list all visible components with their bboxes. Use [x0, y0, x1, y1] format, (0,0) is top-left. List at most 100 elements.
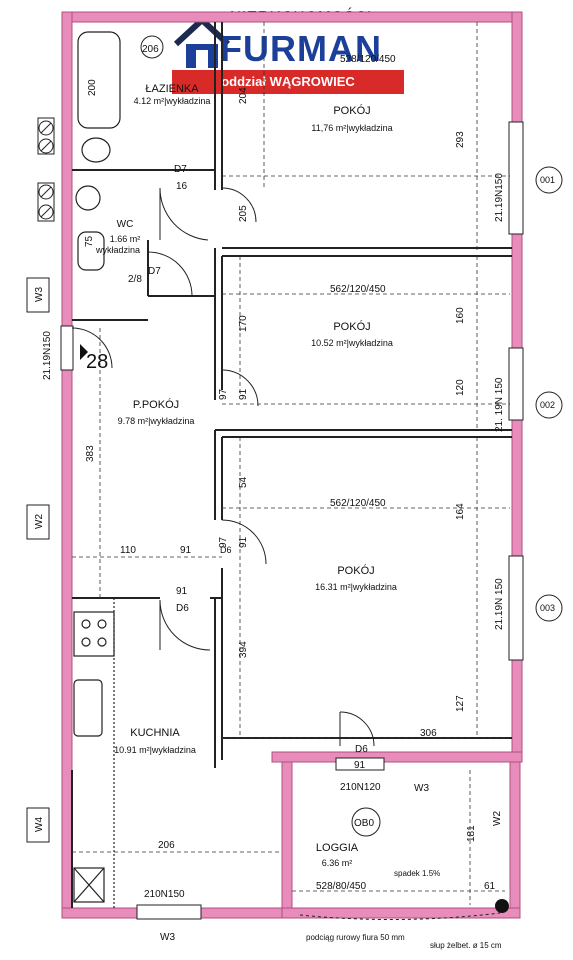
entrance-arrow-icon [80, 344, 88, 360]
stove-icon [73, 611, 115, 657]
dimension-label: OB0 [354, 818, 374, 829]
column-note: słup żelbet. ø 15 cm [430, 941, 502, 950]
dimension-lines [72, 22, 510, 905]
dimension-label: 97 [218, 536, 229, 548]
logo-subtitle: oddział WĄGROWIEC [172, 70, 404, 94]
wall-tags: W3 W2 W4 [34, 287, 45, 832]
dimension-label: 562/120/450 [330, 284, 386, 295]
dimension-label: D6 [355, 744, 368, 755]
room-name-kitchen: KUCHNIA [130, 727, 180, 739]
toilet-icon [75, 185, 101, 211]
window-tags: 001 002 003 [540, 175, 555, 613]
dimension-label: 200 [87, 79, 98, 96]
dimension-label: spadek 1.5% [394, 869, 440, 878]
dimension-label: 16 [176, 181, 188, 192]
dimension-label: 61 [484, 881, 496, 892]
dimension-label: W3 [160, 932, 175, 943]
wall-tag: W2 [34, 514, 45, 529]
installation-symbols [37, 117, 55, 222]
room-area-kitchen: 10.91 m²|wykładzina [114, 745, 196, 755]
kitchen-fixtures [73, 598, 115, 908]
drain-note: podciąg rurowy fiura 50 mm [306, 933, 405, 942]
column-icon [495, 899, 509, 913]
room-name-room3: POKÓJ [337, 564, 374, 577]
wall-tag: W4 [34, 817, 45, 832]
room-area-loggia: 6.36 m² [322, 858, 353, 868]
logo-main-text: FURMAN [220, 28, 382, 69]
drain-line [299, 912, 501, 921]
wall-tag: W3 [34, 287, 45, 302]
door-swings [71, 187, 375, 747]
appliance-icon [73, 867, 105, 903]
dimension-label: 21. 19N 150 [494, 377, 505, 432]
dimension-label: D6 [176, 603, 189, 614]
callout-circles [140, 35, 563, 837]
dimension-label: D7 [148, 266, 161, 277]
room-labels: ŁAZIENKA 4.12 m²|wykładzina POKÓJ 11,76 … [95, 83, 397, 868]
dimension-label: 91 [238, 388, 249, 400]
sink-icon [73, 679, 103, 737]
dimension-label: W3 [414, 783, 429, 794]
dimension-label: 383 [85, 445, 96, 462]
room-floor-wc: wykładzina [95, 245, 140, 255]
windows [60, 121, 524, 920]
dimension-label: 75 [84, 235, 95, 247]
room-name-loggia: LOGGIA [316, 842, 359, 854]
dimension-label: 394 [238, 641, 249, 658]
dimension-label: 21.19N150 [42, 331, 53, 380]
room-area-room3: 16.31 m²|wykładzina [315, 582, 397, 592]
dimension-label: 91 [180, 545, 192, 556]
bathroom-fixtures [75, 31, 121, 271]
room-name-room2: POKÓJ [333, 320, 370, 333]
dimension-label: 127 [455, 695, 466, 712]
dimension-label: 205 [238, 205, 249, 222]
dimension-label: W2 [492, 811, 503, 826]
dimension-label: 528/120/450 [340, 54, 396, 65]
dimension-label: 562/120/450 [330, 498, 386, 509]
room-name-bathroom: ŁAZIENKA [145, 83, 199, 95]
dimension-label: 91 [176, 586, 188, 597]
dimension-label: 210N150 [144, 889, 185, 900]
window-tag: 001 [540, 175, 555, 185]
toilet-icon [81, 137, 111, 163]
dimension-label: 91 [238, 536, 249, 548]
dimension-label: 181 [466, 825, 477, 842]
dimension-label: 110 [120, 545, 136, 556]
room-name-hall: P.POKÓJ [133, 398, 179, 411]
dimension-label: 210N120 [340, 782, 381, 793]
wall-tag-boxes [26, 277, 50, 843]
dimension-label: 204 [238, 87, 249, 104]
room-area-hall: 9.78 m²|wykładzina [118, 416, 195, 426]
room-area-room2: 10.52 m²|wykładzina [311, 338, 393, 348]
dimension-label: 293 [455, 131, 466, 148]
window-tag: 003 [540, 603, 555, 613]
room-name-wc: WC [117, 219, 134, 230]
dimension-label: 206 [142, 44, 159, 55]
room-name-room1: POKÓJ [333, 104, 370, 117]
dimension-label: 97 [218, 388, 229, 400]
dimension-label: 528/80/450 [316, 881, 366, 892]
room-area-bathroom: 4.12 m²|wykładzina [134, 96, 211, 106]
dimension-label: D7 [174, 164, 187, 175]
company-logo: NIERUCHOMOŚCI FURMAN oddział WĄGROWIEC [172, 8, 404, 96]
dimension-label: 164 [455, 503, 466, 520]
dimension-label: 2/8 [128, 274, 142, 285]
room-area-wc: 1.66 m² [110, 234, 141, 244]
interior-walls [71, 22, 512, 908]
dimension-label: 21.19N 150 [494, 578, 505, 630]
dimension-label: 160 [455, 307, 466, 324]
dimension-label: 170 [238, 315, 249, 332]
dimension-label: 54 [238, 476, 249, 488]
dimension-labels: 206 200 204 528/120/450 293 D7 16 205 21… [42, 44, 505, 943]
dimension-label: D6 [220, 545, 232, 555]
room-area-room1: 11,76 m²|wykładzina [311, 123, 392, 133]
exterior-walls [61, 11, 523, 919]
dimension-label: 21.19N150 [494, 173, 505, 222]
dimension-label: 306 [420, 728, 437, 739]
dimension-label: 91 [354, 760, 366, 771]
dimension-label: 120 [455, 379, 466, 396]
dimension-label: 206 [158, 840, 175, 851]
washbasin-icon [77, 231, 105, 271]
bathtub-icon [77, 31, 121, 129]
